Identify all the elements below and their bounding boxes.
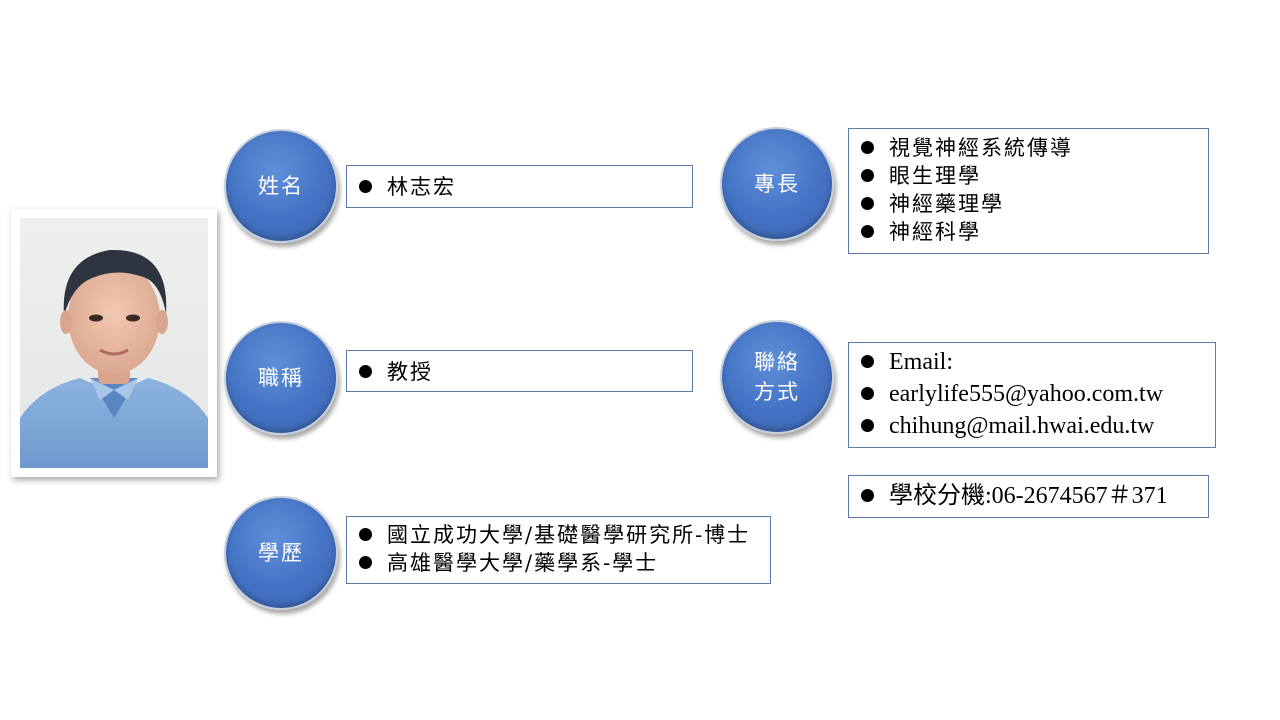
expertise-item: 眼生理學 xyxy=(859,162,1200,190)
contact-item: earlylife555@yahoo.com.tw xyxy=(859,378,1207,410)
contact-item: Email: xyxy=(859,346,1207,378)
profile-photo xyxy=(20,218,208,468)
name-value: 林志宏 xyxy=(357,173,684,201)
label-title: 職稱 xyxy=(224,321,338,435)
contact-box: Email: earlylife555@yahoo.com.tw chihung… xyxy=(848,342,1216,448)
title-box: 教授 xyxy=(346,350,693,392)
expertise-item: 神經科學 xyxy=(859,218,1200,246)
label-name: 姓名 xyxy=(224,129,338,243)
profile-photo-frame xyxy=(11,209,217,477)
contact-item: chihung@mail.hwai.edu.tw xyxy=(859,410,1207,442)
title-value: 教授 xyxy=(357,358,684,386)
label-expertise: 專長 xyxy=(720,127,834,241)
label-education: 學歷 xyxy=(224,496,338,610)
expertise-box: 視覺神經系統傳導 眼生理學 神經藥理學 神經科學 xyxy=(848,128,1209,254)
education-box: 國立成功大學/基礎醫學研究所-博士 高雄醫學大學/藥學系-學士 xyxy=(346,516,771,584)
education-item: 高雄醫學大學/藥學系-學士 xyxy=(357,549,762,577)
portrait-image xyxy=(20,249,208,468)
label-contact: 聯絡 方式 xyxy=(720,320,834,434)
education-item: 國立成功大學/基礎醫學研究所-博士 xyxy=(357,521,762,549)
expertise-item: 視覺神經系統傳導 xyxy=(859,134,1200,162)
expertise-item: 神經藥理學 xyxy=(859,190,1200,218)
name-box: 林志宏 xyxy=(346,165,693,208)
extension-box: 學校分機:06-2674567＃371 xyxy=(848,475,1209,518)
extension-value: 學校分機:06-2674567＃371 xyxy=(859,480,1200,512)
